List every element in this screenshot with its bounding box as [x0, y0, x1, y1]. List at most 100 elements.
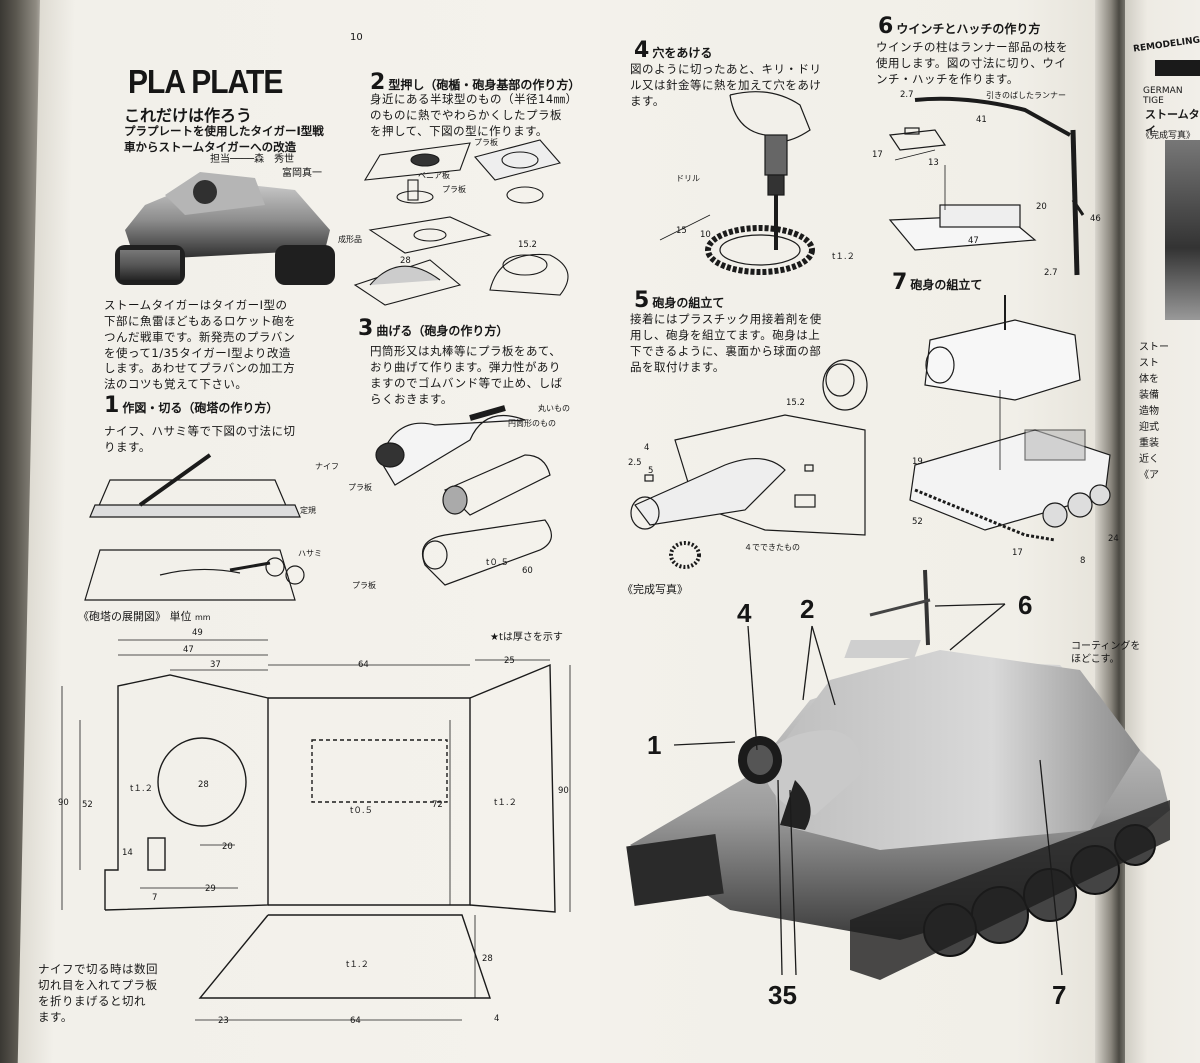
label-veneer: ベニア板	[418, 171, 450, 180]
dim-37: 37	[210, 660, 221, 670]
label-round: 丸いもの	[538, 404, 570, 413]
turret-development-diagram	[61, 639, 571, 1021]
dim-s6-41: 41	[976, 115, 987, 125]
label-ruler: 定規	[300, 506, 316, 515]
label-drill: ドリル	[676, 174, 700, 183]
dim-t05-mid: t０.５	[350, 806, 374, 816]
dim-s6-13: 13	[928, 158, 939, 168]
label-pla-ita-1: プラ板	[474, 138, 498, 147]
dim-72: 72	[432, 800, 443, 810]
thickness-note: ★tは厚さを示す	[490, 632, 563, 643]
header-subtitle: これだけは作ろう	[124, 106, 253, 125]
label-cylinder: 円筒形のもの	[508, 419, 556, 428]
dim-t12-left: t１.２	[130, 784, 154, 794]
dim-20: 20	[222, 842, 233, 852]
dim-64: 64	[358, 660, 369, 670]
callout-2: 2	[800, 594, 815, 624]
step-5-gun-illustration	[630, 359, 868, 569]
dim-s6-20: 20	[1036, 202, 1047, 212]
dev-diagram-title: 《砲塔の展開図》 単位 mm	[78, 610, 211, 623]
label-runner: 引きのばしたランナー	[986, 91, 1066, 100]
dim-52: 52	[82, 800, 93, 810]
dim-25: 25	[504, 656, 515, 666]
dim-47: 47	[183, 645, 194, 655]
finished-model-photo	[626, 569, 1170, 980]
step-6-text: ウインチの柱はランナー部品の枝を 使用します。図の寸法に切り、ウイ ンチ・ハッチ…	[876, 40, 1068, 86]
label-made-in-4: ４でできたもの	[744, 543, 800, 552]
callout-35: 35	[768, 980, 797, 1010]
dim-28-circle: 28	[198, 780, 209, 790]
label-pla-ita-4: プラ板	[352, 581, 376, 590]
dim-s5-2-5: 2.5	[628, 458, 642, 468]
dim-s7-24: 24	[1108, 534, 1119, 544]
dim-s5-15-2: 15.2	[786, 398, 805, 408]
dim-29: 29	[205, 884, 216, 894]
dim-49: 49	[192, 628, 203, 638]
step-3-illustration	[375, 405, 552, 586]
dim-t12-right: t１.２	[494, 798, 518, 808]
cut-note: ナイフで切る時は数回 切れ目を入れてプラ板 を折りまげると切れ ます。	[38, 962, 158, 1024]
dim-s6-17: 17	[872, 150, 883, 160]
dim-23: 23	[218, 1016, 229, 1026]
callout-6: 6	[1018, 590, 1033, 620]
dim-14: 14	[122, 848, 133, 858]
step-1-illustration	[84, 453, 305, 601]
step-1-text: ナイフ、ハサミ等で下図の寸法に切 ります。	[104, 424, 296, 454]
dim-90-right: 90	[558, 786, 569, 796]
step-6-winch-illustration	[888, 96, 1085, 276]
callout-4: 4	[737, 598, 752, 628]
intro-text: ストームタイガーはタイガーⅠ型の 下部に魚雷ほどもあるロケット砲を つんだ戦車で…	[104, 298, 296, 392]
dim-s6-47: 47	[968, 236, 979, 246]
next-page-subheading: GERMAN TIGE	[1143, 86, 1183, 106]
dim-7: 7	[152, 893, 158, 903]
dim-s7-19: 19	[912, 457, 923, 467]
credit-line-1: 担当────森 秀世	[210, 154, 295, 165]
dim-90-left: 90	[58, 798, 69, 808]
dim-28-bottom: 28	[482, 954, 493, 964]
label-pla-ita-3: プラ板	[348, 483, 372, 492]
dim-s5-5: 5	[648, 466, 654, 476]
label-pla-ita-2: プラ板	[442, 185, 466, 194]
next-page-photo	[1165, 140, 1200, 320]
next-page-text: ストー スト 体を 装備 造物 迎式 重装 近く 《ア	[1139, 342, 1169, 481]
dim-s4-10: 10	[700, 230, 711, 240]
callout-1: 1	[647, 730, 662, 760]
label-knife: ナイフ	[315, 462, 339, 471]
credit-line-2: 富岡真一	[282, 168, 322, 179]
dim-64-bottom: 64	[350, 1016, 361, 1026]
next-page-photo-caption: 《完成写真》	[1141, 131, 1196, 141]
callout-7: 7	[1052, 980, 1067, 1010]
dim-s3-60: 60	[522, 566, 533, 576]
step-2-illustration	[353, 139, 569, 306]
dim-s6-2-7a: 2.7	[900, 90, 914, 100]
dim-s4-15: 15	[676, 226, 687, 236]
step-3-text: 円筒形又は丸棒等にプラ板をあて、 おり曲げて作ります。弾力性があり ますのでゴム…	[370, 344, 563, 406]
header-tank-photo	[115, 172, 335, 285]
label-molded: 成形品	[338, 235, 362, 244]
pla-plate-logo: PLA PLATE	[128, 64, 283, 101]
coating-note: コーティングを ほどこす。	[1071, 641, 1141, 665]
dim-t12-bottom: t１.２	[346, 960, 370, 970]
dim-s6-46: 46	[1090, 214, 1101, 224]
dim-s4-t12: t１.２	[832, 252, 856, 262]
next-page-edge: REMODELING GERMAN TIGE ストームタイ 《完成写真》 ストー…	[1125, 0, 1200, 1063]
dim-s7-17: 17	[1012, 548, 1023, 558]
step-5-text: 接着にはプラスチック用接着剤を使 用し、砲身を組立てます。砲身は上 下できるよう…	[630, 312, 822, 374]
dim-4: 4	[494, 1014, 500, 1024]
page-number: 10	[350, 32, 363, 43]
dim-s3-t05: t０.５	[486, 558, 510, 568]
dim-s7-52: 52	[912, 517, 923, 527]
header-lead: プラプレートを使用したタイガーⅠ型戦 車からストームタイガーへの改造	[124, 124, 324, 154]
dim-s5-4: 4	[644, 443, 650, 453]
dim-s2-15-2: 15.2	[518, 240, 537, 250]
step-4-text: 図のように切ったあと、キリ・ドリ ル又は針金等に熱を加えて穴をあけ ます。	[630, 62, 822, 108]
dim-s6-2-7b: 2.7	[1044, 268, 1058, 278]
